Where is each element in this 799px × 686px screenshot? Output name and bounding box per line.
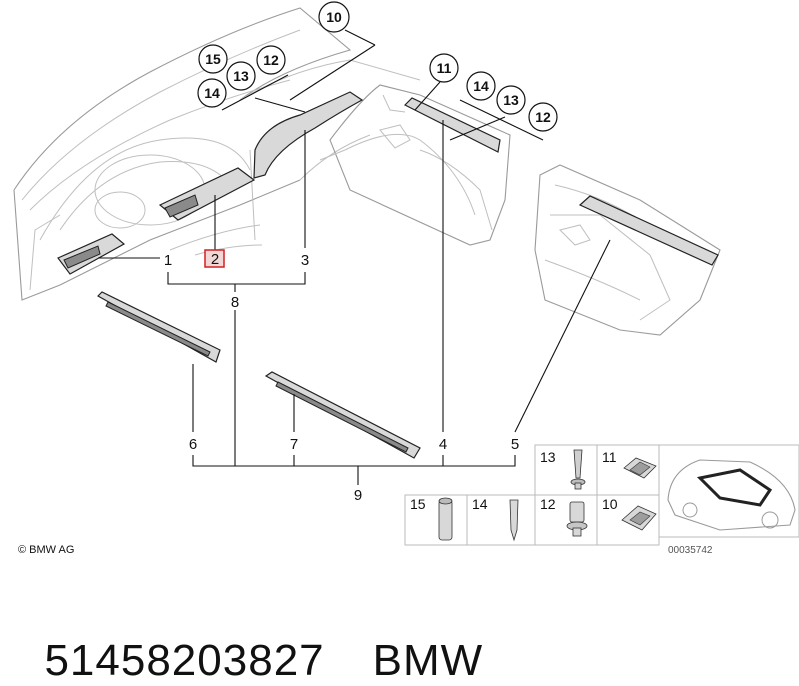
legend-box-13: 13 [534, 444, 598, 496]
legend-box-10: 10 [596, 494, 660, 546]
svg-text:15: 15 [410, 496, 426, 512]
svg-text:14: 14 [473, 78, 489, 94]
callout-4: 4 [439, 436, 447, 453]
brand-name: BMW [372, 636, 484, 685]
svg-text:14: 14 [472, 496, 488, 512]
bubble-callout-12: 12 [256, 45, 286, 75]
callout-2-highlighted[interactable]: 2 [204, 249, 225, 268]
svg-text:11: 11 [602, 449, 617, 465]
callout-1: 1 [164, 252, 172, 269]
bubble-callout-15: 15 [198, 44, 228, 74]
front-door-sketch [319, 84, 511, 246]
callout-7: 7 [290, 436, 298, 453]
svg-text:12: 12 [535, 109, 551, 125]
parts-diagram: 10 15 13 12 14 11 14 13 12 1 2 3 8 6 7 4… [13, 1, 799, 556]
copyright-label: © BMW AG [18, 544, 74, 556]
legend-box-15: 15 [404, 494, 468, 546]
trim-part-6 [97, 291, 221, 363]
svg-text:12: 12 [540, 496, 556, 512]
trim-part-4 [403, 97, 501, 153]
callout-6: 6 [189, 436, 197, 453]
bubble-callout-12-right: 12 [528, 102, 558, 132]
bubble-callout-14: 14 [197, 78, 227, 108]
bubble-callout-13: 13 [226, 61, 256, 91]
svg-text:12: 12 [263, 52, 279, 68]
svg-text:13: 13 [540, 449, 556, 465]
callout-8: 8 [231, 294, 239, 311]
rear-door-sketch [534, 164, 721, 336]
part-number: 51458203827 [44, 636, 325, 685]
callout-9: 9 [354, 487, 362, 504]
legend-box-12: 12 [534, 494, 598, 546]
dashboard-sketch [13, 7, 421, 301]
svg-text:2: 2 [211, 251, 219, 268]
trim-part-5 [578, 195, 719, 266]
svg-text:15: 15 [205, 51, 221, 67]
svg-text:13: 13 [233, 68, 249, 84]
trim-part-7 [264, 371, 421, 459]
callout-5: 5 [511, 436, 519, 453]
svg-text:11: 11 [437, 60, 452, 76]
svg-text:14: 14 [204, 85, 220, 101]
legend-box-car [658, 444, 799, 538]
leader-lines [98, 29, 611, 485]
callout-3: 3 [301, 252, 309, 269]
footer-caption: 51458203827 BMW [18, 586, 483, 686]
bubble-callout-13-right: 13 [496, 85, 526, 115]
trim-part-3 [253, 91, 364, 179]
svg-text:13: 13 [503, 92, 519, 108]
bubble-callout-11: 11 [429, 53, 459, 83]
drawing-number: 00035742 [668, 545, 713, 556]
bubble-callout-10: 10 [318, 1, 350, 33]
svg-text:10: 10 [326, 9, 342, 25]
bubble-callout-14-right: 14 [466, 71, 496, 101]
legend-box-11: 11 [596, 444, 660, 496]
legend-box-14: 14 [466, 494, 536, 546]
svg-text:10: 10 [602, 496, 618, 512]
